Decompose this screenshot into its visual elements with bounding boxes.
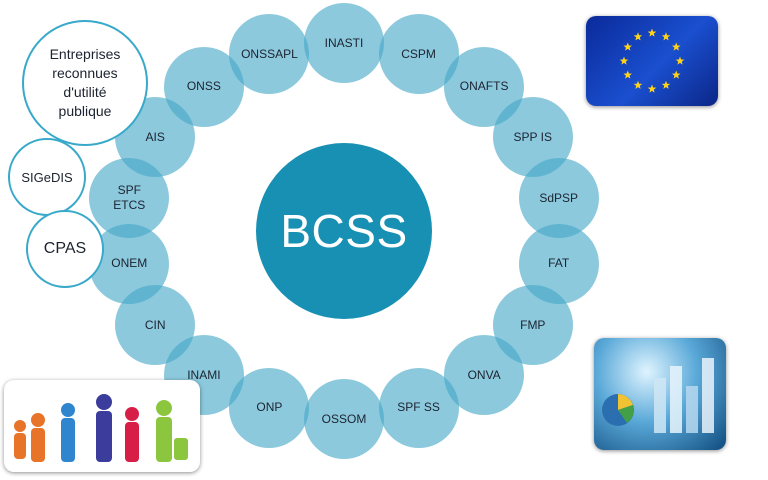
center-label: BCSS bbox=[280, 205, 408, 257]
ring-label: INAMI bbox=[187, 367, 221, 382]
ring-label: SPF ETCS bbox=[113, 183, 146, 213]
eu-star-icon bbox=[633, 80, 643, 89]
side-circle-sigedis: SIGeDIS bbox=[8, 138, 86, 216]
eu-star-icon bbox=[647, 28, 657, 37]
ring-circle: OSSOM bbox=[304, 379, 384, 459]
eu-star-icon bbox=[623, 70, 632, 79]
eu-star-icon bbox=[619, 56, 629, 65]
ring-label: SdPSP bbox=[539, 190, 579, 205]
eu-star-icon bbox=[623, 42, 632, 51]
ring-label: ONVA bbox=[467, 367, 501, 382]
side-circle-cpas: CPAS bbox=[26, 210, 104, 288]
ring-label: INASTI bbox=[324, 35, 364, 50]
ring-label: CSPM bbox=[401, 46, 436, 61]
ring-label: FAT bbox=[548, 256, 570, 271]
statistics-graphic-icon bbox=[602, 358, 714, 433]
eu-star-icon bbox=[661, 80, 671, 89]
ring-label: ONAFTS bbox=[459, 79, 509, 94]
people-silhouettes-icon bbox=[14, 394, 188, 462]
eu-star-icon bbox=[661, 32, 671, 41]
side-label-sigedis: SIGeDIS bbox=[21, 169, 73, 185]
side-label-cpas: CPAS bbox=[43, 240, 87, 257]
eu-star-icon bbox=[633, 32, 643, 41]
ring-circle: CSPM bbox=[378, 14, 459, 95]
ring-label: AIS bbox=[145, 129, 165, 144]
ring-label: SPF SS bbox=[397, 400, 440, 415]
family-silhouettes-icon bbox=[4, 380, 200, 472]
eu-star-icon bbox=[672, 42, 681, 51]
bcss-center-circle: BCSS bbox=[256, 143, 432, 319]
ring-label: OSSOM bbox=[321, 411, 367, 426]
eu-star-icon bbox=[647, 84, 657, 93]
ring-circle: ONP bbox=[229, 367, 310, 448]
ring-label: ONP bbox=[256, 400, 283, 415]
side-label-entreprises: Entreprises reconnues d'utilité publique bbox=[49, 46, 121, 119]
eu-star-icon bbox=[672, 70, 681, 79]
ring-label: FMP bbox=[520, 317, 546, 332]
ring-label: ONEM bbox=[111, 256, 148, 271]
eu-stars-icon bbox=[619, 28, 685, 93]
side-circle-entreprises: Entreprises reconnues d'utilité publique bbox=[22, 20, 148, 146]
ring-label: SPP IS bbox=[513, 129, 553, 144]
eu-star-icon bbox=[675, 56, 685, 65]
ring-label: ONSS bbox=[186, 79, 221, 94]
eu-flag-icon bbox=[586, 16, 718, 106]
ring-circle: INASTI bbox=[304, 3, 384, 83]
ring-label: CIN bbox=[144, 317, 166, 332]
ring-label: ONSSAPL bbox=[241, 46, 298, 61]
statistics-chart-icon bbox=[594, 338, 726, 450]
ring-circle: SPF SS bbox=[378, 367, 459, 448]
ring-circle: ONSSAPL bbox=[229, 14, 310, 95]
